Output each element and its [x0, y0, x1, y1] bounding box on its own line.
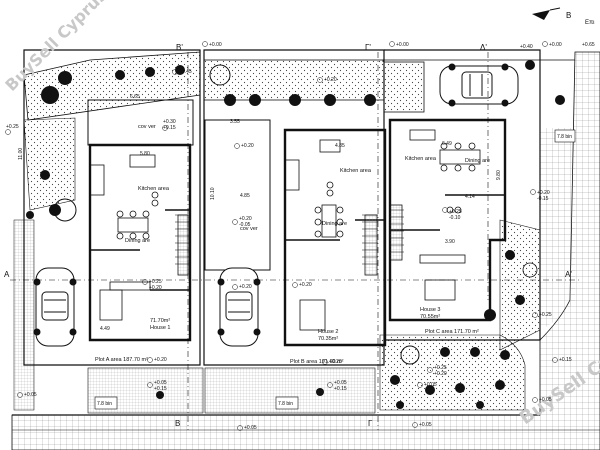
dim-649: 6.49: [442, 141, 452, 147]
bin-label-a: 7.8 bin: [97, 401, 112, 407]
section-gamma-prime-top: Γ': [365, 43, 371, 52]
furniture: [89, 129, 481, 331]
house-1-area: 71.70m²: [150, 318, 170, 324]
kitchen-label-3: Kitchen area: [405, 156, 437, 162]
level-right-1: +0.20-0.15: [537, 190, 550, 202]
car-plot-c-icon: [439, 63, 519, 107]
dim-580: 5.80: [140, 151, 150, 157]
level-garden-b: +0.20: [324, 77, 337, 83]
level-right-2: +0.25: [539, 312, 552, 318]
level-front-3: +0.05: [424, 382, 437, 388]
level-top-d: +0.00: [549, 42, 562, 48]
house-3-walls: [388, 118, 507, 322]
house-1-name: House 1: [150, 325, 171, 331]
house-3-name: House 3: [420, 307, 441, 313]
section-a-prime-right: A': [565, 270, 572, 279]
dim-1100: 11.00: [18, 148, 24, 160]
section-b-prime-top: B': [176, 43, 183, 52]
level-garden-a: +0.45: [179, 69, 192, 75]
dim-665: 6.65: [130, 94, 140, 100]
dim-355: 3.55: [230, 119, 240, 125]
section-gamma-bottom: Γ: [368, 419, 373, 428]
level-h1: +0.25+0.20: [149, 279, 162, 291]
cars: [33, 63, 519, 347]
house-2-area: 70.35m²: [318, 336, 338, 342]
plot-a-area: Plot A area 187.70 m²: [95, 357, 148, 363]
corner-text: Επι: [585, 20, 595, 26]
dim-414: 4.14: [465, 194, 475, 200]
level-front-2: +0.05+0.15: [334, 380, 347, 392]
car-plot-a-icon: [33, 267, 77, 347]
level-house3: +0.25-0.10: [449, 209, 462, 221]
level-plot-b-front: +0.20: [329, 359, 342, 365]
section-lines: [10, 52, 580, 430]
north-arrow-icon: [532, 7, 561, 20]
dim-1010: 10.10: [210, 187, 216, 200]
level-plot-a-front: +0.20: [154, 357, 167, 363]
cov-ver-label-1: cov ver: [138, 124, 156, 130]
level-right-low: +0.15: [559, 357, 572, 363]
section-delta-prime-top: Δ': [480, 43, 487, 52]
level-left-edge: +0.25: [6, 124, 19, 130]
house-3-area: 70.55m²: [420, 314, 440, 320]
level-mid-1: +0.20: [241, 143, 254, 149]
level-bottom-2: +0.05: [244, 425, 257, 431]
level-front-4: +0.25+0.20: [434, 365, 447, 377]
dim-485: 4.85: [335, 143, 345, 149]
level-h2: +0.20: [299, 282, 312, 288]
dim-980: 9.80: [496, 170, 502, 180]
dining-label-2: Dining are: [322, 221, 347, 227]
dining-label-3: Dining are: [465, 158, 490, 164]
section-a-left: A: [4, 270, 10, 279]
section-b-bottom: B: [175, 419, 180, 428]
level-porch-a: +0.30+0.15: [163, 119, 176, 131]
level-bottom-4: +0.05: [539, 397, 552, 403]
level-bottom-3: +0.05: [419, 422, 432, 428]
level-mid-2: +0.20-0.05: [239, 216, 252, 228]
level-mid-3: +0.20: [239, 284, 252, 290]
level-markers: [5, 41, 558, 431]
level-bottom-1: +0.05: [24, 392, 37, 398]
bin-label-c: 7.8 bin: [557, 134, 572, 140]
plot-c-area: Plot C area 171.70 m²: [425, 329, 479, 335]
stairs: [175, 209, 404, 265]
level-top-g: +0.00: [396, 42, 409, 48]
level-top-b: +0.00: [209, 42, 222, 48]
plot-boundaries: [12, 49, 541, 416]
dim-390: 3.90: [445, 239, 455, 245]
level-top-far: +0.65: [582, 42, 595, 48]
level-front-1: +0.05+0.15: [154, 380, 167, 392]
level-garden-c: +0.40: [520, 44, 533, 50]
bin-label-b: 7.8 bin: [278, 401, 293, 407]
north-label: B: [566, 11, 571, 20]
cov-ver-label-2: cov ver: [240, 226, 258, 232]
dim-449: 4.49: [100, 326, 110, 332]
plot-b-area: Plot B area 191.60 m²: [290, 359, 344, 365]
dim-485b: 4.85: [240, 193, 250, 199]
house-2-name: House 2: [318, 329, 339, 335]
dining-label-1: Dining are: [125, 238, 150, 244]
kitchen-label-1: Kitchen area: [138, 186, 170, 192]
car-plot-b-icon: [217, 267, 261, 347]
house-2-walls: [283, 128, 387, 347]
kitchen-label-2: Kitchen area: [340, 168, 372, 174]
